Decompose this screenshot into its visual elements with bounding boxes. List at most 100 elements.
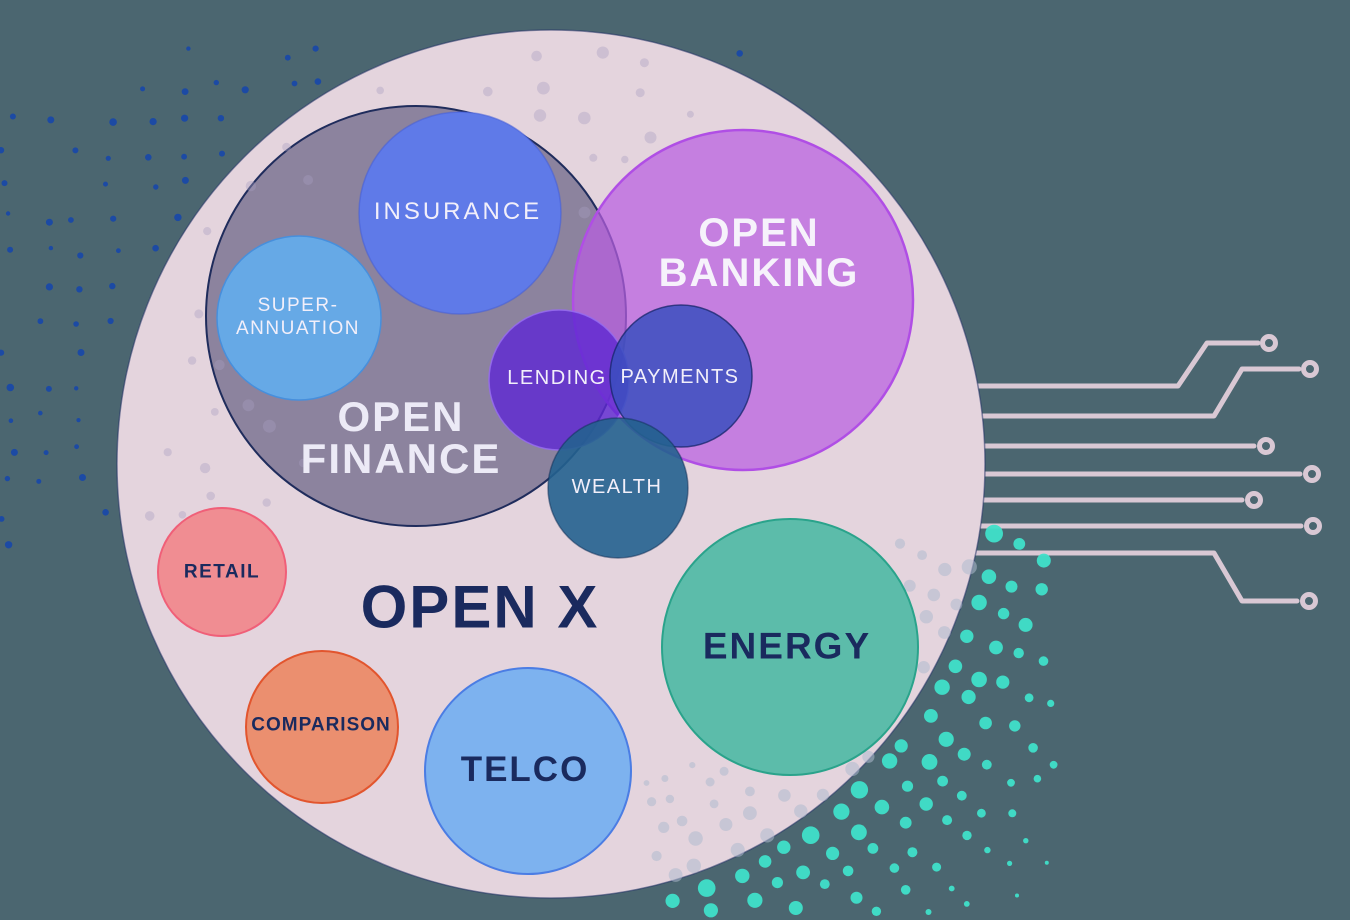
teal-dot (1038, 656, 1049, 666)
muted-dot (794, 804, 808, 818)
blue-dot (105, 155, 111, 161)
teal-dot (981, 759, 992, 770)
teal-dot (934, 679, 950, 695)
teal-dot (1007, 778, 1015, 787)
bubble-insurance (358, 111, 562, 315)
lavender-dot (242, 399, 255, 412)
blue-dot (219, 150, 225, 157)
teal-dot (971, 671, 987, 688)
circuit-traces-pattern (969, 334, 1322, 610)
muted-halftone-pattern (643, 538, 977, 882)
blue-dot (181, 153, 188, 160)
teal-dot (1024, 693, 1034, 703)
teal-dot (777, 840, 791, 854)
blue-dot (181, 88, 189, 95)
blue-dot (5, 211, 11, 216)
lavender-dot (635, 88, 645, 98)
teal-dot (948, 659, 963, 674)
circuit-trace (971, 550, 1300, 604)
blue-dot (68, 217, 74, 223)
teal-dot (907, 847, 918, 858)
teal-dot (985, 524, 1003, 543)
muted-dot (651, 850, 662, 862)
teal-dot (1009, 720, 1021, 732)
blue-dot (76, 418, 81, 423)
teal-dot (996, 675, 1010, 689)
blue-dot (7, 246, 14, 253)
teal-dot (1047, 699, 1055, 708)
bubble-superannuation (216, 235, 382, 401)
muted-dot (862, 750, 875, 763)
lavender-dot (533, 109, 547, 122)
blue-dot (140, 86, 146, 92)
teal-dot (889, 863, 900, 873)
blue-dot (152, 244, 159, 252)
teal-dot (735, 868, 750, 884)
teal-dot (962, 830, 972, 841)
teal-dot (1036, 553, 1051, 568)
muted-dot (961, 559, 977, 575)
teal-dot (971, 594, 987, 611)
blue-dot (36, 478, 42, 484)
bubble-wealth (547, 417, 689, 559)
teal-dot (942, 815, 953, 826)
blue-dot (186, 46, 191, 51)
circuit-trace (969, 340, 1261, 389)
teal-dot (771, 877, 784, 889)
teal-dot (1049, 760, 1058, 769)
blue-dot (77, 252, 84, 259)
teal-dot (758, 855, 772, 868)
blue-dot (45, 218, 53, 226)
lavender-dot (178, 511, 187, 519)
bubble-telco (424, 667, 632, 875)
blue-dot (4, 541, 13, 549)
bubble-energy (661, 518, 919, 776)
lavender-dot (203, 227, 212, 236)
blue-dot (0, 147, 5, 154)
teal-dot (1007, 860, 1013, 867)
lavender-dot (210, 408, 219, 416)
lavender-dot (187, 356, 197, 365)
blue-dot (217, 115, 225, 122)
teal-dot (924, 709, 938, 723)
teal-dot (938, 731, 954, 747)
terminal-ring (1301, 360, 1319, 378)
lavender-dot (483, 86, 493, 97)
muted-dot (927, 588, 941, 602)
muted-dot (730, 842, 745, 857)
teal-dot (747, 892, 763, 908)
teal-dot (1033, 774, 1042, 783)
lavender-dot (206, 491, 215, 501)
lavender-dot (262, 498, 271, 507)
teal-dot (981, 569, 997, 584)
blue-dot (9, 113, 16, 120)
lavender-dot (537, 81, 550, 95)
teal-dot (874, 799, 890, 815)
blue-dot (107, 317, 114, 325)
teal-dot (1044, 860, 1049, 865)
teal-dot (1008, 809, 1017, 818)
teal-dot (851, 824, 867, 841)
teal-dot (801, 826, 820, 844)
muted-dot (745, 786, 755, 797)
teal-dot (703, 903, 719, 918)
blue-dot (74, 386, 79, 391)
teal-dot (900, 885, 911, 895)
muted-dot (938, 626, 951, 639)
muted-dot (917, 550, 927, 560)
teal-dot (881, 753, 898, 769)
teal-dot (957, 747, 971, 761)
muted-dot (917, 661, 930, 674)
blue-dot (37, 318, 44, 325)
blue-dot (312, 45, 319, 52)
blue-dot (73, 321, 79, 327)
teal-dot (894, 739, 908, 753)
teal-dot (842, 865, 854, 877)
teal-dot (850, 891, 863, 904)
blue-dot (4, 475, 11, 482)
teal-dot (826, 846, 840, 861)
teal-dot (937, 775, 948, 787)
blue-dot (8, 418, 14, 424)
lavender-dot (163, 448, 172, 457)
